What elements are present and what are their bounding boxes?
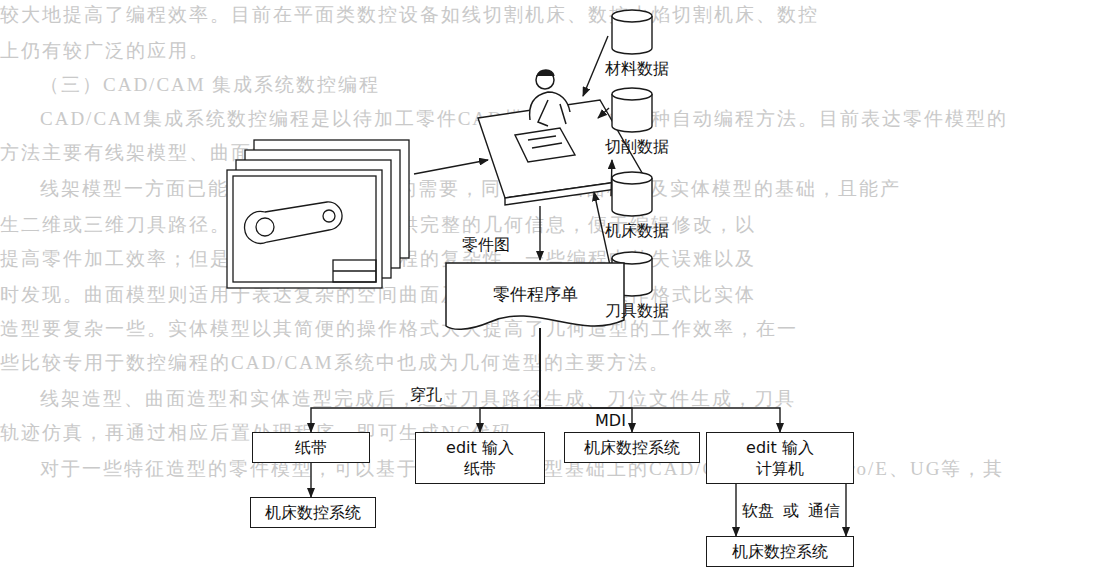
part-drawing bbox=[233, 176, 376, 282]
drawing-sheets: 零件图 bbox=[225, 120, 415, 300]
sheet-frame bbox=[233, 176, 376, 282]
page-text-line: 较大地提高了编程效率。目前在平面类数控设备如线切割机床、数控火焰切割机床、数控 bbox=[0, 2, 819, 28]
box-text: 零件程序单 bbox=[445, 284, 625, 305]
connector-note: 或 bbox=[781, 501, 801, 520]
flow-connector bbox=[845, 484, 846, 536]
process-box: 纸带 bbox=[252, 432, 370, 463]
page-text-line: 线架模型一方面已能满足简单零件造型的需要，同时也是曲面模型及实体模型的基础，且能… bbox=[40, 176, 901, 202]
edge-label: MDI bbox=[593, 411, 628, 430]
box-text: 纸带 bbox=[422, 458, 538, 479]
database-label: 机床数据 bbox=[605, 220, 669, 241]
database-label: 切削数据 bbox=[605, 136, 669, 157]
edge-label: 软盘 bbox=[740, 501, 776, 520]
hole bbox=[256, 218, 274, 236]
process-box: 机床数控系统 bbox=[564, 432, 700, 463]
box-text: 计算机 bbox=[713, 458, 847, 479]
box-text: edit 输入 bbox=[422, 437, 538, 458]
document-border bbox=[446, 263, 624, 329]
box-text: 机床数控系统 bbox=[571, 437, 693, 458]
flow-connector bbox=[540, 328, 632, 432]
flow-connector bbox=[311, 328, 540, 432]
title-block-line bbox=[333, 270, 376, 271]
database-label: 刀具数据 bbox=[605, 300, 669, 321]
box-text: 机床数控系统 bbox=[713, 541, 847, 562]
cylinder-outline bbox=[610, 8, 654, 56]
process-box: edit 输入计算机 bbox=[706, 432, 854, 484]
edge-label: 穿孔 bbox=[408, 385, 444, 404]
title-block bbox=[333, 260, 376, 282]
box-text: 机床数控系统 bbox=[257, 502, 369, 523]
edge-label: 通信 bbox=[806, 501, 842, 520]
page-text-line: 造型要复杂一些。实体模型以其简便的操作格式大大提高了几何造型的工作效率，在一 bbox=[0, 316, 798, 342]
drawing-sheet bbox=[227, 170, 382, 288]
cylinder-top bbox=[612, 252, 652, 264]
flow-arrows bbox=[414, 36, 612, 270]
box-text: 纸带 bbox=[259, 437, 363, 458]
sheet-stack bbox=[225, 120, 415, 300]
cylinder-top bbox=[612, 10, 652, 22]
link-part bbox=[245, 202, 343, 243]
page-text-line: （三）CAD/CAM 集成系统数控编程 bbox=[40, 72, 380, 98]
box-text: edit 输入 bbox=[713, 437, 847, 458]
process-box: 机床数控系统 bbox=[706, 536, 854, 567]
document-shape: 零件程序单 bbox=[445, 262, 625, 336]
flow-connector bbox=[310, 463, 311, 497]
flow-connector bbox=[480, 328, 540, 432]
cylinder-top bbox=[612, 88, 652, 100]
page-text-line: 上仍有较广泛的应用。 bbox=[0, 38, 210, 64]
process-box: edit 输入纸带 bbox=[415, 432, 545, 484]
process-box: 机床数控系统 bbox=[250, 497, 376, 528]
database-label: 材料数据 bbox=[605, 58, 669, 79]
cylinder-outline bbox=[610, 170, 654, 218]
page-text-line: 些比较专用于数控编程的CAD/CAM系统中也成为几何造型的主要方法。 bbox=[0, 350, 670, 376]
cylinder-outline bbox=[610, 86, 654, 134]
flow-connector bbox=[735, 484, 736, 536]
hole bbox=[323, 210, 335, 222]
cylinder-top bbox=[612, 172, 652, 184]
drawing-label: 零件图 bbox=[462, 234, 510, 255]
flow-connector bbox=[540, 328, 780, 432]
programmer-figure bbox=[530, 70, 570, 126]
